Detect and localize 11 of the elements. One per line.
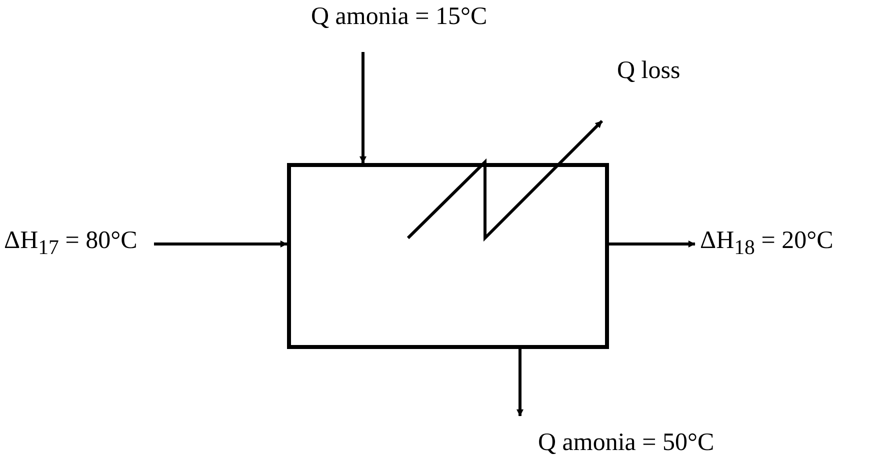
heat-loss-arrow — [406, 120, 604, 242]
arrow — [360, 52, 367, 164]
arrow — [516, 349, 524, 416]
process-box — [287, 163, 609, 349]
stream-label: ΔH$_{17}$ = 80°C — [4, 226, 138, 262]
arrow — [609, 240, 696, 248]
stream-label: Q loss — [617, 56, 680, 86]
stream-label: ΔH$_{18}$ = 20°C — [700, 226, 834, 262]
stream-label: Q amonia = 50°C — [538, 428, 714, 458]
stream-label: Q amonia = 15°C — [311, 2, 488, 32]
arrow — [154, 240, 288, 248]
